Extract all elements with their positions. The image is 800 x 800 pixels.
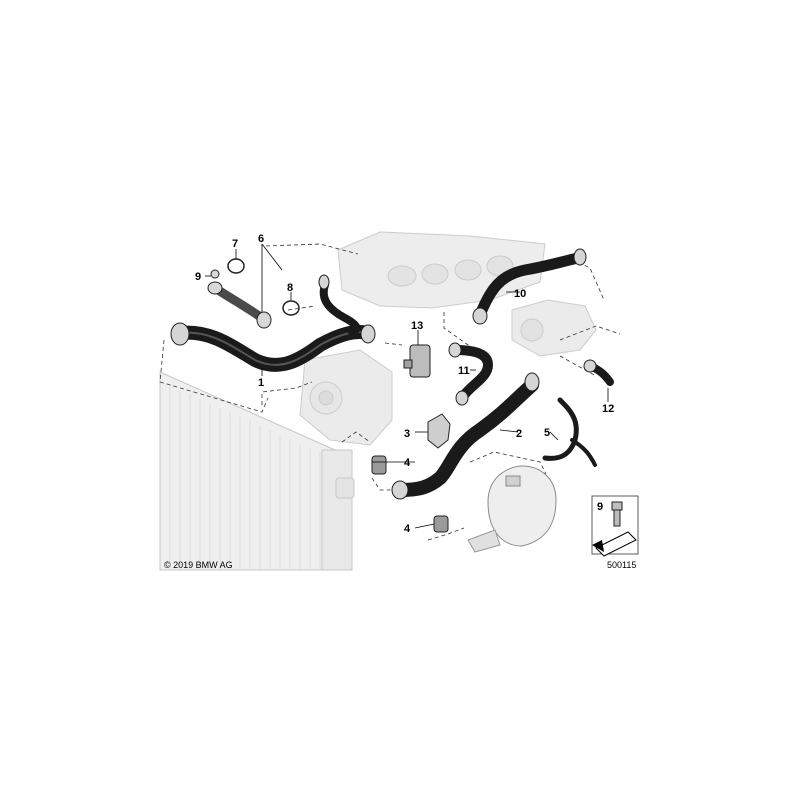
hose-12 [583, 359, 614, 386]
callout-3: 3 [404, 428, 410, 440]
callout-12: 12 [602, 403, 614, 415]
hose-10 [472, 248, 587, 325]
callout-8: 8 [287, 282, 293, 294]
diagram-number: 500115 [607, 560, 636, 570]
hose-1 [170, 322, 376, 372]
callout-13: 13 [411, 320, 423, 332]
expansion-tank [467, 465, 557, 553]
clamp-4-upper [371, 455, 387, 475]
water-pump-housing [299, 349, 393, 446]
temperature-sensor-13 [403, 344, 431, 378]
callout-10: 10 [514, 288, 526, 300]
callout-9-inset: 9 [597, 501, 603, 513]
bracket-3 [427, 413, 451, 449]
radiator [159, 371, 355, 571]
clip-9 [210, 269, 220, 279]
leader-lines [205, 243, 609, 529]
seal-ring-8 [282, 300, 300, 316]
callout-11: 11 [458, 365, 470, 377]
electric-water-pump [511, 299, 597, 357]
callout-9: 9 [195, 271, 201, 283]
callout-4-upper: 4 [404, 457, 411, 469]
screw-inset-box [591, 495, 639, 557]
callout-6: 6 [258, 233, 264, 245]
hose-11 [448, 342, 494, 406]
clamp-4-lower [433, 515, 449, 533]
callout-4-lower: 4 [404, 523, 411, 535]
hose-upper [318, 274, 361, 336]
hose-2 [391, 372, 540, 500]
hose-5 [542, 397, 597, 467]
copyright-text: © 2019 BMW AG [164, 560, 233, 570]
callout-labels: 1 2 3 4 4 5 6 7 8 9 9 10 11 12 13 [195, 233, 614, 535]
callout-5: 5 [544, 427, 550, 439]
pipe-6 [207, 281, 272, 329]
callout-7: 7 [232, 238, 238, 250]
callout-1: 1 [258, 377, 264, 389]
callout-2: 2 [516, 428, 522, 440]
